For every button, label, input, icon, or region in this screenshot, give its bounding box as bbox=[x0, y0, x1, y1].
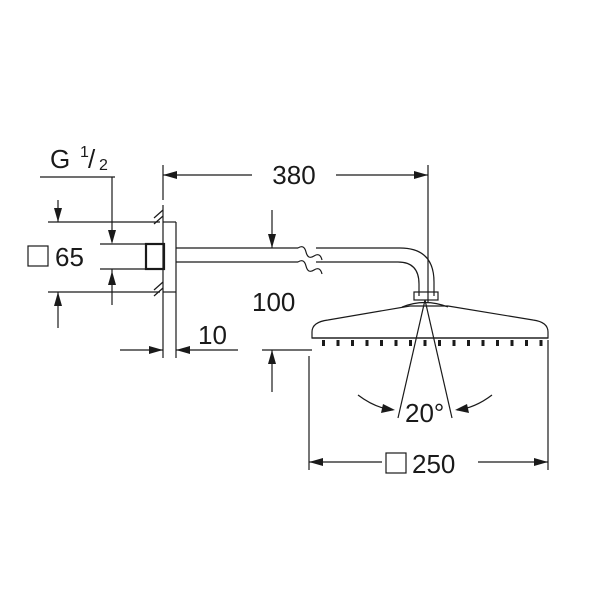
tilt-angle-dimension: 20° bbox=[357, 299, 493, 428]
thread-letter-label: G bbox=[50, 144, 70, 174]
flange-size-label: 65 bbox=[55, 242, 84, 272]
shower-head bbox=[311, 301, 549, 346]
drop-height-label: 100 bbox=[252, 287, 295, 317]
wall-offset-label: 10 bbox=[198, 320, 227, 350]
nozzle bbox=[510, 340, 514, 346]
drop-height-dimension: 100 bbox=[252, 210, 312, 392]
thread-denominator-label: 2 bbox=[99, 157, 108, 174]
nozzle bbox=[322, 340, 325, 346]
thread-size-dimension: G 1 / 2 bbox=[40, 144, 146, 305]
nozzle bbox=[423, 340, 427, 346]
flange-size-dimension: 65 bbox=[27, 200, 160, 328]
arm-length-label: 380 bbox=[272, 160, 315, 190]
nozzle bbox=[438, 340, 441, 346]
nozzle bbox=[336, 340, 340, 346]
nozzle bbox=[539, 340, 543, 346]
nozzle bbox=[525, 340, 528, 346]
nozzle bbox=[409, 340, 412, 346]
nozzle-row bbox=[322, 340, 543, 346]
shower-arm bbox=[176, 246, 439, 301]
nozzle bbox=[481, 340, 485, 346]
head-size-dimension: 250 bbox=[308, 340, 549, 479]
nozzle bbox=[467, 340, 470, 346]
tilt-angle-label: 20° bbox=[405, 398, 444, 428]
nozzle bbox=[394, 340, 398, 346]
nozzle bbox=[452, 340, 456, 346]
nozzle bbox=[496, 340, 499, 346]
head-size-label: 250 bbox=[412, 449, 455, 479]
nozzle bbox=[351, 340, 354, 346]
thread-numerator-label: 1 bbox=[80, 144, 89, 161]
wall-flange bbox=[144, 205, 177, 358]
square-symbol-icon bbox=[27, 245, 49, 267]
arm-length-dimension: 380 bbox=[162, 160, 429, 302]
square-symbol-icon bbox=[385, 452, 407, 474]
nozzle bbox=[365, 340, 369, 346]
nozzle bbox=[380, 340, 383, 346]
thread-slash: / bbox=[88, 144, 96, 174]
wall-offset-dimension: 10 bbox=[120, 320, 238, 354]
